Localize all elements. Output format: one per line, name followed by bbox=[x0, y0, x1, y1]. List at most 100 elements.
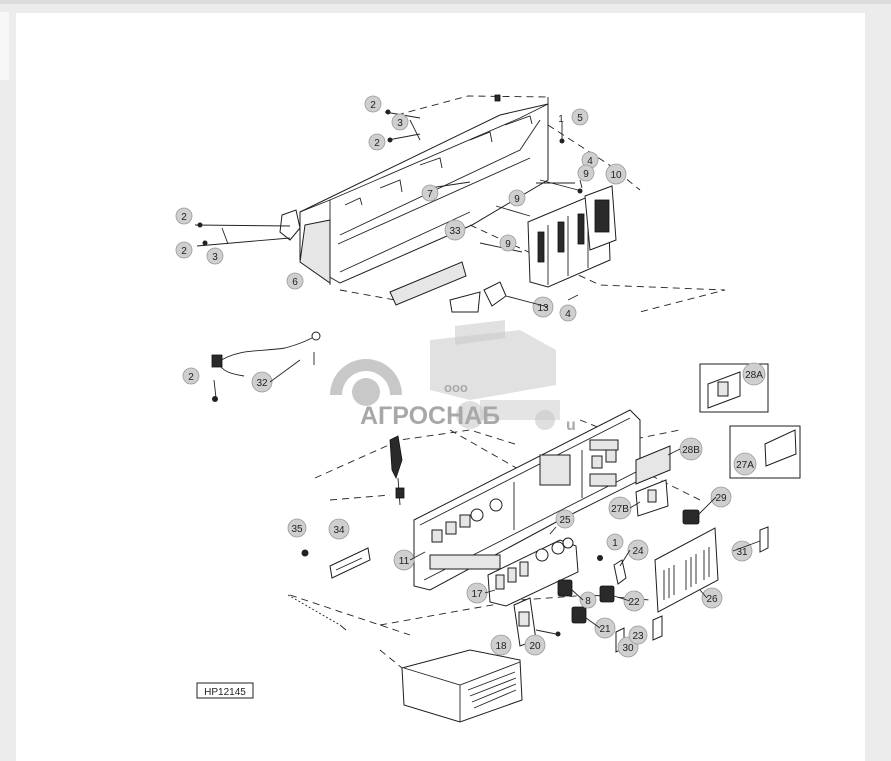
figure-code-box: HP12145 bbox=[196, 682, 254, 699]
callout-2: 2 bbox=[175, 241, 193, 259]
callout-18: 18 bbox=[490, 634, 512, 656]
svg-text:2: 2 bbox=[181, 246, 187, 257]
callout-13: 13 bbox=[532, 296, 554, 318]
callout-2: 2 bbox=[364, 95, 382, 113]
wire-harness bbox=[211, 331, 321, 402]
callout-4: 4 bbox=[559, 304, 577, 322]
callout-35: 35 bbox=[287, 518, 307, 538]
watermark-brand: АГРОСНАБ bbox=[360, 402, 500, 430]
callout-9: 9 bbox=[508, 189, 526, 207]
svg-text:18: 18 bbox=[495, 641, 507, 652]
svg-text:2: 2 bbox=[188, 372, 194, 383]
svg-text:20: 20 bbox=[529, 641, 541, 652]
watermark-suffix: u bbox=[566, 417, 576, 434]
svg-text:10: 10 bbox=[610, 170, 622, 181]
svg-text:5: 5 bbox=[577, 113, 583, 124]
callout-34: 34 bbox=[328, 518, 350, 540]
callout-leaders bbox=[269, 295, 761, 629]
svg-text:23: 23 bbox=[632, 631, 644, 642]
callout-26: 26 bbox=[701, 587, 723, 609]
callout-1: 1 bbox=[606, 533, 624, 551]
callout-5: 5 bbox=[571, 108, 589, 126]
callout-27B: 27B bbox=[608, 496, 632, 520]
svg-text:28B: 28B bbox=[682, 445, 700, 456]
svg-text:8: 8 bbox=[585, 596, 591, 607]
callout-28A: 28A bbox=[742, 362, 766, 386]
label-plate-34 bbox=[301, 547, 371, 579]
callout-6: 6 bbox=[286, 272, 304, 290]
callout-33: 33 bbox=[444, 219, 466, 241]
svg-text:22: 22 bbox=[628, 597, 640, 608]
svg-text:30: 30 bbox=[622, 643, 634, 654]
svg-text:6: 6 bbox=[292, 277, 298, 288]
callout-10: 10 bbox=[605, 163, 627, 185]
svg-text:21: 21 bbox=[599, 624, 611, 635]
watermark-logo: ооо АГРОСНАБ u bbox=[330, 320, 576, 434]
top-strip bbox=[0, 0, 891, 4]
svg-text:2: 2 bbox=[370, 100, 376, 111]
svg-text:28A: 28A bbox=[745, 370, 763, 381]
switch-panel-17 bbox=[487, 537, 579, 607]
svg-text:1: 1 bbox=[612, 538, 618, 549]
svg-text:24: 24 bbox=[632, 546, 644, 557]
svg-text:11: 11 bbox=[399, 556, 410, 567]
svg-text:32: 32 bbox=[256, 378, 268, 389]
svg-text:13: 13 bbox=[537, 303, 549, 314]
callout-27A: 27A bbox=[733, 452, 757, 476]
figure-code: HP12145 bbox=[204, 687, 246, 698]
callout-4: 4 bbox=[581, 151, 599, 169]
svg-text:9: 9 bbox=[583, 169, 589, 180]
callout-3: 3 bbox=[206, 247, 224, 265]
svg-text:9: 9 bbox=[514, 194, 520, 205]
callout-8: 8 bbox=[579, 591, 597, 609]
callout-17: 17 bbox=[466, 582, 488, 604]
callout-21: 21 bbox=[594, 617, 616, 639]
svg-text:29: 29 bbox=[715, 493, 727, 504]
svg-text:35: 35 bbox=[291, 524, 303, 535]
svg-text:1: 1 bbox=[558, 114, 564, 125]
svg-text:17: 17 bbox=[471, 589, 483, 600]
watermark-prefix: ооо bbox=[444, 380, 468, 395]
callout-28B: 28B bbox=[679, 437, 703, 461]
upper-housing bbox=[279, 94, 726, 313]
svg-text:27B: 27B bbox=[611, 504, 629, 515]
harness-bottom bbox=[287, 594, 347, 631]
dash-panel bbox=[289, 409, 701, 636]
callout-3: 3 bbox=[391, 113, 409, 131]
callout-32: 32 bbox=[251, 371, 273, 393]
svg-text:3: 3 bbox=[397, 118, 403, 129]
callout-20: 20 bbox=[524, 634, 546, 656]
left-panel-edge bbox=[0, 12, 9, 80]
callout-22: 22 bbox=[623, 590, 645, 612]
callout-29: 29 bbox=[710, 486, 732, 508]
electronic-modules bbox=[449, 179, 617, 313]
callout-11: 11 bbox=[393, 549, 415, 571]
callout-23: 23 bbox=[628, 625, 648, 645]
svg-text:27A: 27A bbox=[736, 460, 754, 471]
svg-text:26: 26 bbox=[706, 594, 718, 605]
callout-2: 2 bbox=[175, 207, 193, 225]
switches-and-relays bbox=[549, 509, 700, 624]
svg-text:25: 25 bbox=[559, 515, 571, 526]
callout-2: 2 bbox=[182, 367, 200, 385]
callout-24: 24 bbox=[627, 539, 649, 561]
svg-text:34: 34 bbox=[333, 525, 345, 536]
callout-31: 31 bbox=[731, 540, 753, 562]
relay-holder-18 bbox=[513, 597, 561, 647]
callout-9: 9 bbox=[499, 234, 517, 252]
svg-text:33: 33 bbox=[449, 226, 461, 237]
vent-cover-26 bbox=[654, 527, 719, 613]
callout-9: 9 bbox=[577, 164, 595, 182]
callout-2: 2 bbox=[368, 133, 386, 151]
callouts: 2 3 2 1 5 4 9 10 7 9 2 2 3 33 9 6 13 4 2… bbox=[175, 95, 766, 658]
svg-text:2: 2 bbox=[181, 212, 187, 223]
decals bbox=[615, 363, 801, 653]
svg-text:3: 3 bbox=[212, 252, 218, 263]
radio-unit bbox=[379, 649, 523, 723]
svg-text:7: 7 bbox=[427, 189, 433, 200]
callout-7: 7 bbox=[421, 184, 439, 202]
connector-top bbox=[389, 435, 405, 506]
svg-text:2: 2 bbox=[374, 138, 380, 149]
svg-text:31: 31 bbox=[736, 547, 748, 558]
